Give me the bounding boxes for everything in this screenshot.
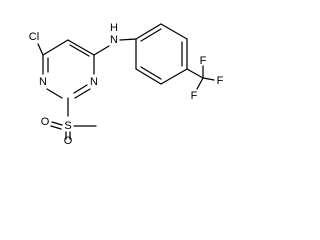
bond-c4-nh	[93, 45, 110, 56]
amine-nitrogen-label: N	[110, 34, 118, 46]
chemical-structure-diagram: Cl N H N N S O O F F F	[0, 0, 244, 147]
bond-aryl-cf3	[186, 68, 204, 79]
fluorine-top-label: F	[200, 55, 207, 67]
benzene-bond-1	[135, 23, 162, 40]
amine-hydrogen-label: H	[110, 22, 118, 34]
bond-c-f-bottom	[196, 77, 204, 90]
bond-s-o-top-double	[50, 125, 62, 130]
ring-nitrogen-right-label: N	[90, 76, 98, 88]
benzene-bond-1-inner	[140, 28, 162, 42]
fluorine-right-label: F	[217, 75, 224, 87]
ring-bond-n3-c2-inner	[73, 84, 88, 94]
bond-s-o-top	[51, 121, 63, 126]
ring-bond-c2-n1	[46, 88, 63, 99]
ring-bond-c5-c4-inner	[69, 44, 90, 57]
benzene-bond-4	[160, 68, 188, 85]
sulfur-label: S	[64, 120, 71, 132]
benzene-bond-2	[160, 23, 188, 40]
sulfonyl-oxygen-top-label: O	[41, 116, 50, 128]
bond-nh-aryl	[119, 38, 137, 41]
sulfonyl-oxygen-bottom-label: O	[64, 135, 73, 147]
benzene-bond-5-inner	[140, 66, 162, 80]
ring-bond-c5-c4	[67, 39, 95, 56]
bond-c6-cl	[37, 43, 44, 56]
fluorine-bottom-label: F	[191, 90, 198, 102]
bond-c-f-right	[202, 77, 215, 81]
benzene-bond-5	[135, 68, 162, 85]
ring-nitrogen-left-label: N	[39, 76, 47, 88]
chlorine-label: Cl	[29, 31, 39, 43]
ring-bond-n3-c2	[74, 88, 91, 99]
ring-bond-c6-c5	[42, 39, 69, 56]
